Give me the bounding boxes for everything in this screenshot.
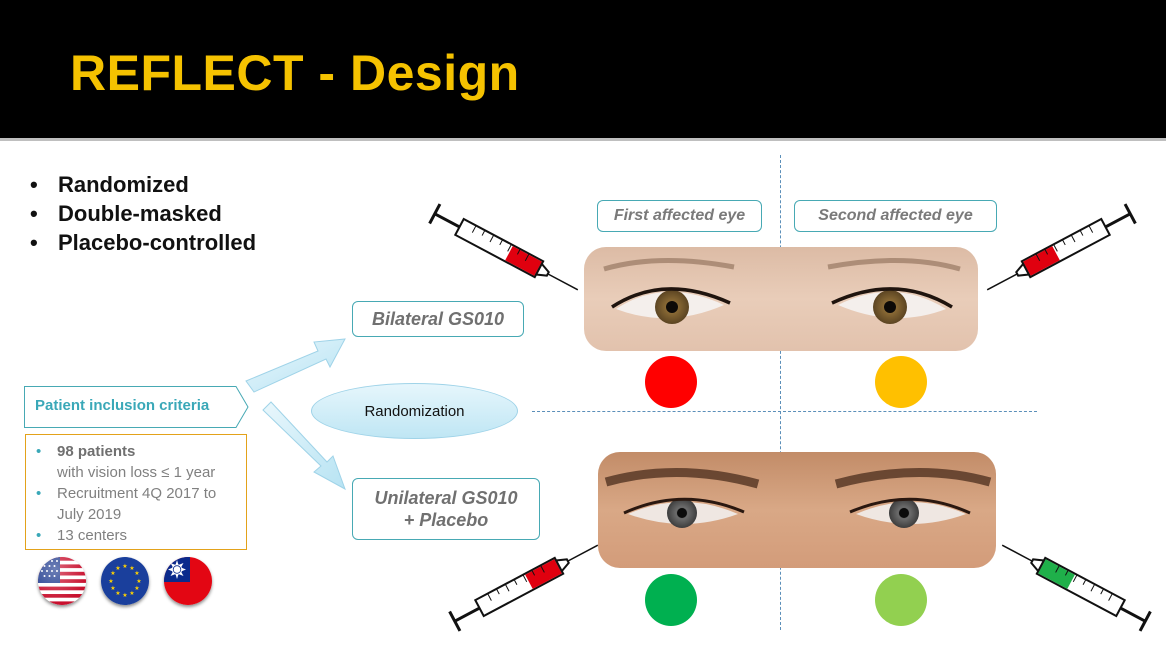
first-eye-label: First affected eye [597, 200, 762, 232]
svg-text:★: ★ [136, 578, 141, 585]
bilateral-arm-box: Bilateral GS010 [352, 301, 524, 337]
arrow-up-icon [246, 339, 345, 392]
svg-text:★: ★ [134, 585, 139, 592]
svg-text:★: ★ [129, 590, 134, 597]
criteria-centers: 13 centers [34, 525, 238, 546]
svg-text:★: ★ [122, 563, 127, 570]
svg-text:★: ★ [134, 570, 139, 577]
syringe-icon-top-right [975, 200, 1145, 300]
second-eye-label: Second affected eye [794, 200, 997, 232]
inclusion-criteria-box: 98 patients with vision loss ≤ 1 year Re… [25, 434, 247, 550]
unilateral-first-eye-dot [645, 574, 697, 626]
criteria-recruitment: Recruitment 4Q 2017 to July 2019 [34, 483, 238, 525]
taiwan-flag-icon [164, 557, 212, 605]
horizontal-divider [532, 411, 1037, 412]
us-flag-icon [38, 557, 86, 605]
svg-text:★: ★ [115, 590, 120, 597]
svg-text:★: ★ [108, 578, 113, 585]
randomization-ellipse: Randomization [311, 383, 518, 439]
syringe-icon-bottom-right-placebo [990, 525, 1160, 635]
recruitment-line-2: July 2019 [57, 504, 238, 525]
randomization-label: Randomization [364, 403, 464, 420]
inclusion-criteria-title: Patient inclusion criteria [35, 397, 209, 414]
bilateral-second-eye-dot [875, 356, 927, 408]
svg-text:★: ★ [122, 592, 127, 599]
male-eyes-image [598, 452, 996, 568]
svg-text:★: ★ [115, 565, 120, 572]
recruitment-line-1: Recruitment 4Q 2017 to [57, 483, 238, 504]
syringe-icon-bottom-left [440, 525, 610, 635]
unilateral-arm-label: Unilateral GS010 [374, 487, 517, 509]
patients-count: 98 patients [57, 443, 135, 460]
patients-detail: with vision loss ≤ 1 year [57, 462, 238, 483]
bilateral-first-eye-dot [645, 356, 697, 408]
bilateral-arm-label: Bilateral GS010 [372, 308, 504, 330]
criteria-patients: 98 patients with vision loss ≤ 1 year [34, 441, 238, 483]
svg-text:★: ★ [110, 585, 115, 592]
unilateral-second-eye-dot [875, 574, 927, 626]
eu-flag-icon: ★★★ ★★★ ★★★ ★★★ [101, 557, 149, 605]
female-eyes-image [584, 247, 978, 351]
syringe-icon-top-left [420, 200, 590, 300]
